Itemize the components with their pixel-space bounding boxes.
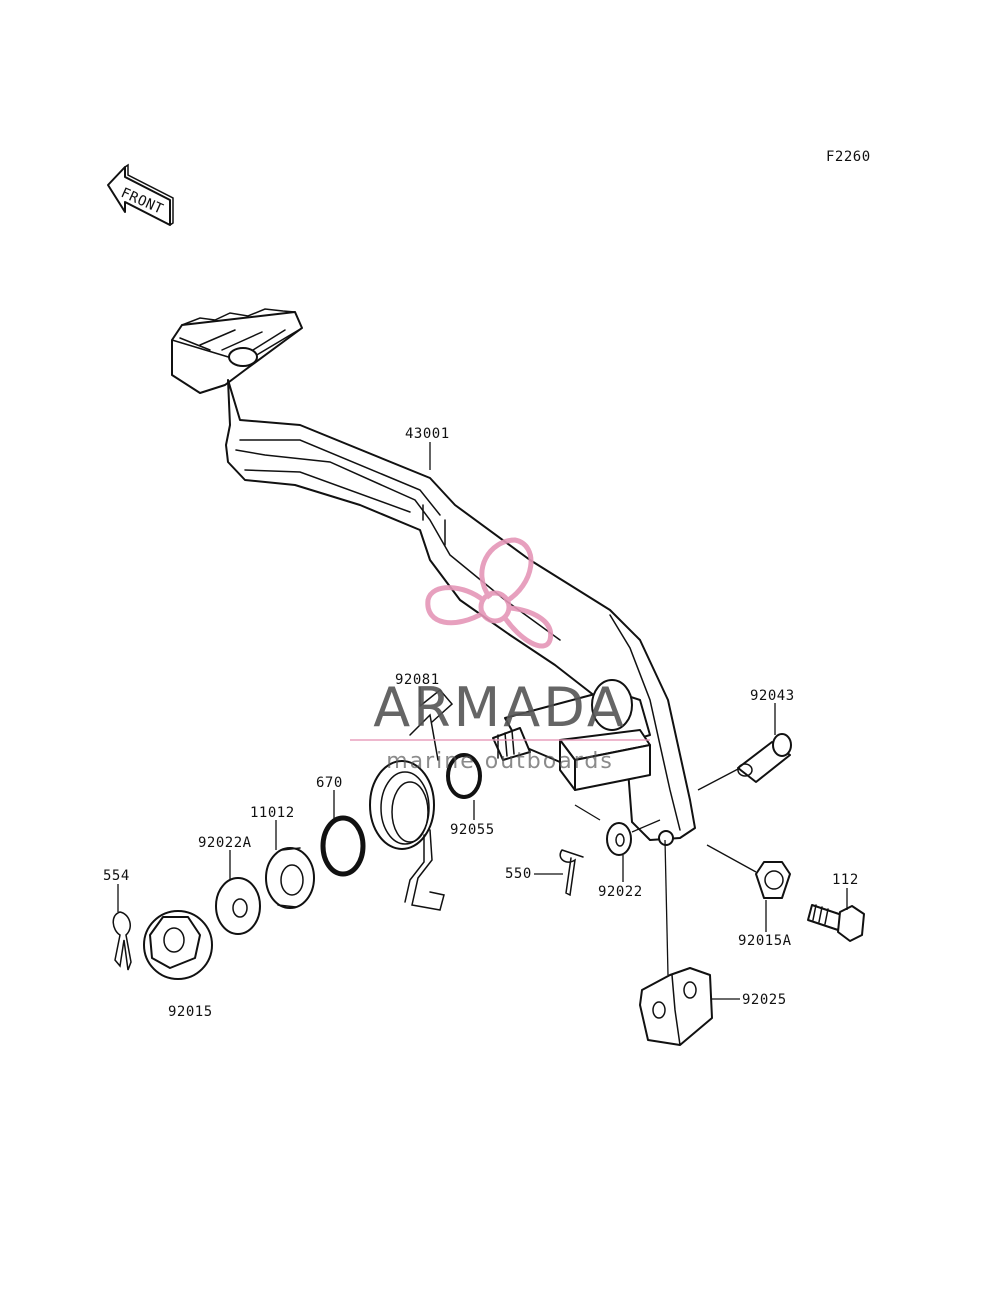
label-92015: 92015	[168, 1004, 213, 1020]
watermark: ARMADA marine outboards	[350, 537, 650, 774]
diagram-code: F2260	[826, 149, 871, 165]
label-92015a: 92015A	[738, 933, 792, 949]
cotter-pin-550	[559, 849, 584, 897]
front-arrow-icon: FRONT	[107, 163, 174, 226]
r-clip-554	[112, 911, 132, 971]
label-43001: 43001	[405, 426, 450, 442]
propeller-logo-icon	[425, 537, 554, 649]
flange-nut-92015	[143, 910, 213, 980]
label-92043: 92043	[750, 688, 795, 704]
label-92055: 92055	[450, 822, 495, 838]
washer-92022	[606, 822, 632, 856]
label-112: 112	[832, 872, 859, 888]
label-92022a: 92022A	[198, 835, 252, 851]
nut-92015a	[755, 861, 791, 899]
label-11012: 11012	[250, 805, 295, 821]
clevis-pin-92043	[737, 733, 792, 783]
watermark-tagline: marine outboards	[386, 749, 614, 774]
label-92081: 92081	[395, 672, 440, 688]
o-ring-670	[320, 815, 366, 877]
clevis-92025	[639, 967, 713, 1046]
label-92025: 92025	[742, 992, 787, 1008]
label-92022: 92022	[598, 884, 643, 900]
leader-lines	[117, 442, 848, 1000]
label-550: 550	[505, 866, 532, 882]
label-554: 554	[103, 868, 130, 884]
return-spring	[369, 688, 454, 911]
o-ring-92055	[446, 753, 482, 799]
label-670: 670	[316, 775, 343, 791]
watermark-brand: ARMADA	[373, 676, 627, 739]
bolt-112	[807, 904, 865, 942]
washer-92022a	[215, 877, 261, 935]
seal-11012	[265, 847, 315, 909]
